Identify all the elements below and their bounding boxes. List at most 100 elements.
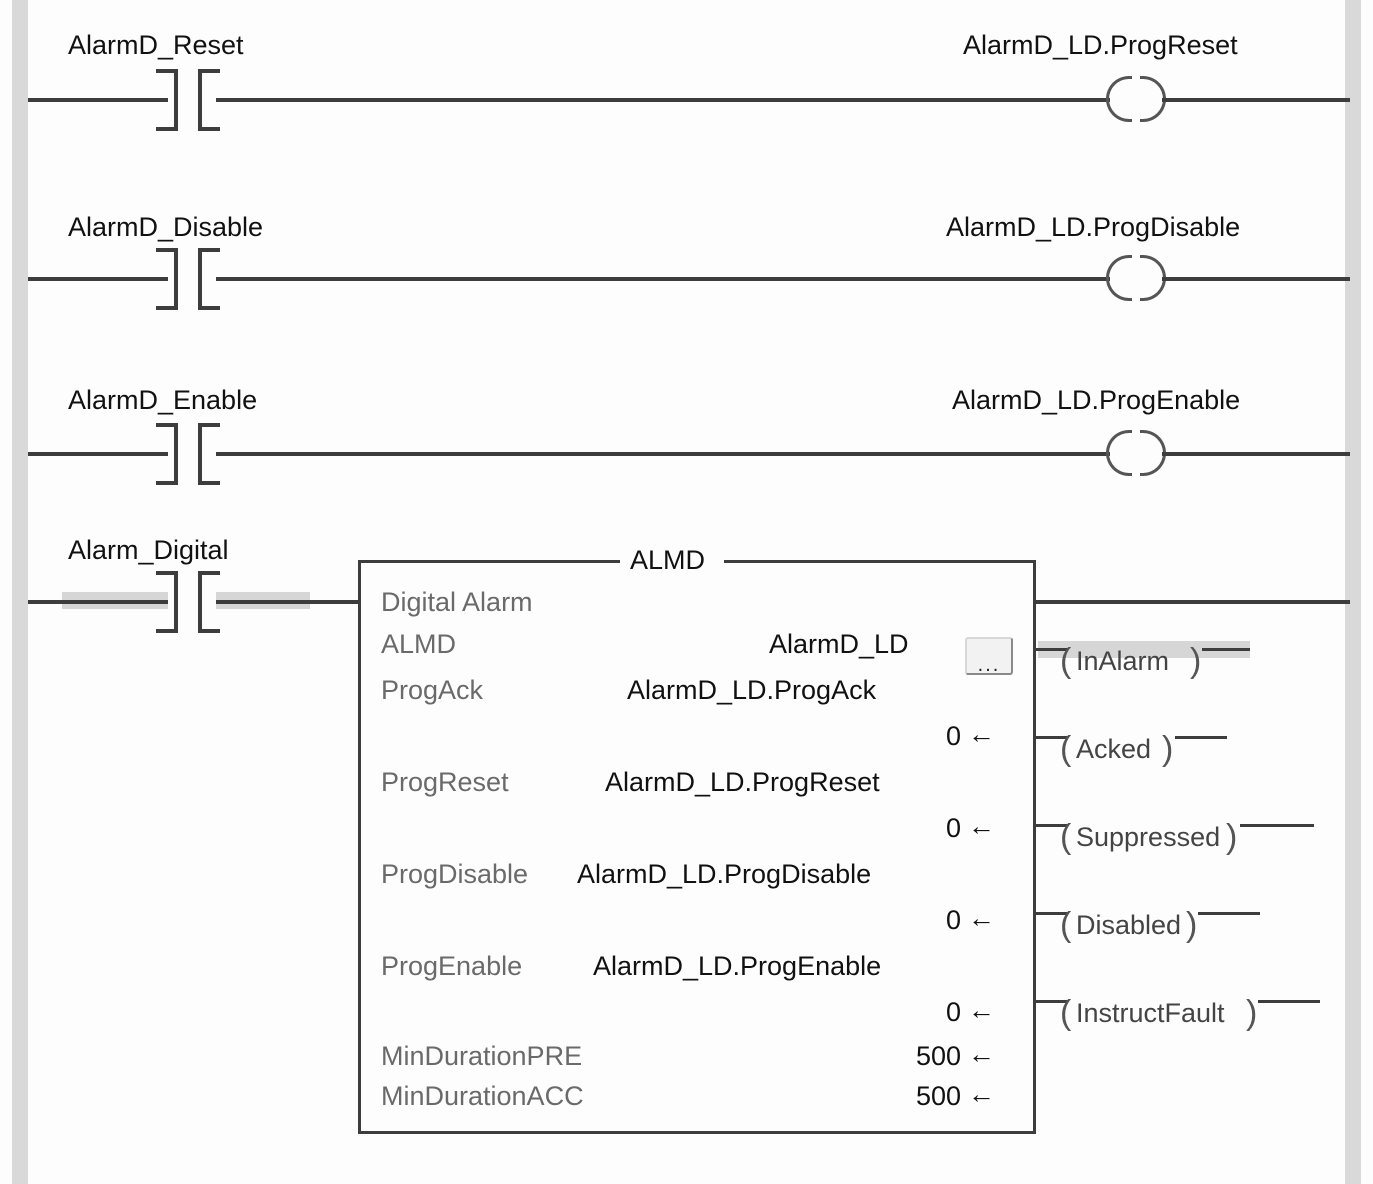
contact-cap	[200, 629, 220, 633]
coil-arc-left	[1106, 430, 1132, 476]
almd-operand-value[interactable]: AlarmD_LD.ProgAck	[627, 675, 877, 705]
almd-param-label: ProgEnable	[381, 951, 523, 981]
rung-3-wire-to-block	[216, 600, 362, 604]
inalarm-stub-left	[1036, 648, 1068, 651]
contact-cap	[200, 306, 220, 310]
coil-paren-left: (	[1060, 730, 1072, 768]
coil-paren-right: )	[1226, 818, 1238, 856]
contact-bar	[174, 423, 178, 485]
contact-cap	[156, 423, 176, 427]
almd-value[interactable]: 0	[945, 997, 961, 1027]
almd-output-label: InstructFault	[1076, 998, 1225, 1028]
coil-arc-left	[1106, 255, 1132, 301]
rung-2-input-tag[interactable]: AlarmD_Enable	[68, 385, 258, 415]
coil-paren-right: )	[1190, 642, 1202, 680]
almd-operand-value[interactable]: AlarmD_LD.ProgReset	[605, 767, 880, 797]
almd-output-label: Acked	[1076, 734, 1152, 764]
almd-row-progreset-value[interactable]: 0 ←	[361, 813, 1033, 855]
contact-bar	[198, 248, 202, 310]
acked-stub-right	[1175, 736, 1227, 739]
contact-cap	[200, 481, 220, 485]
almd-value[interactable]: 500	[915, 1081, 961, 1111]
rung-3-wire-left	[28, 600, 168, 604]
rung-3-wire-right	[1034, 600, 1350, 604]
coil-paren-right: )	[1246, 994, 1258, 1032]
contact-bar	[174, 571, 178, 633]
almd-value[interactable]: 0	[945, 721, 961, 751]
contact-cap	[156, 571, 176, 575]
almd-param-label: MinDurationPRE	[381, 1041, 583, 1071]
inalarm-highlight	[1038, 641, 1250, 658]
rung-1-ote-coil[interactable]	[1106, 255, 1166, 303]
rung-2-ote-coil[interactable]	[1106, 430, 1166, 478]
almd-row-progenable-value[interactable]: 0 ←	[361, 997, 1033, 1039]
instructfault-stub-right	[1258, 1000, 1320, 1003]
almd-row-progenable[interactable]: ProgEnable AlarmD_LD.ProgEnable	[361, 951, 1033, 993]
contact-bar	[198, 423, 202, 485]
coil-paren-left: (	[1060, 994, 1072, 1032]
contact-bar	[174, 69, 178, 131]
almd-row-mindurationacc[interactable]: MinDurationACC 500 ←	[361, 1081, 1033, 1123]
right-power-rail	[1345, 0, 1361, 1184]
inalarm-stub-right	[1202, 648, 1250, 651]
acked-stub-left	[1036, 736, 1068, 739]
rung-3-xic-contact[interactable]	[156, 571, 220, 633]
almd-operand-value[interactable]: AlarmD_LD.ProgDisable	[577, 859, 872, 889]
suppressed-stub-left	[1036, 824, 1068, 827]
almd-output-label: Disabled	[1076, 910, 1182, 940]
rung-1-output-tag[interactable]: AlarmD_LD.ProgDisable	[946, 212, 1241, 242]
browse-tag-button[interactable]: ...	[965, 637, 1013, 675]
almd-block-title: ALMD	[630, 545, 706, 575]
rung-2-xic-contact[interactable]	[156, 423, 220, 485]
almd-instruction-block[interactable]: Digital Alarm ALMD AlarmD_LD ... ProgAck…	[358, 560, 1036, 1134]
suppressed-stub-right	[1240, 824, 1314, 827]
left-power-rail	[12, 0, 28, 1184]
rung-0-wire-mid	[216, 98, 1110, 102]
disabled-stub-left	[1036, 912, 1068, 915]
rung-2-output-tag[interactable]: AlarmD_LD.ProgEnable	[952, 385, 1241, 415]
almd-title-mask	[620, 548, 724, 574]
contact-bar	[174, 248, 178, 310]
left-arrow-icon: ←	[968, 995, 995, 1025]
contact-cap	[200, 423, 220, 427]
almd-row-progack-value[interactable]: 0 ←	[361, 721, 1033, 763]
almd-param-label: ProgDisable	[381, 859, 529, 889]
coil-paren-right: )	[1162, 730, 1174, 768]
rung-2-wire-mid	[216, 452, 1110, 456]
contact-cap	[156, 248, 176, 252]
almd-operand-value[interactable]: AlarmD_LD.ProgEnable	[593, 951, 882, 981]
disabled-stub-right	[1198, 912, 1260, 915]
left-arrow-icon: ←	[968, 1039, 995, 1069]
rung-0-xic-contact[interactable]	[156, 69, 220, 131]
rung-3-input-tag[interactable]: Alarm_Digital	[68, 535, 229, 565]
almd-row-mindurationpre[interactable]: MinDurationPRE 500 ←	[361, 1041, 1033, 1083]
rung-0-input-tag[interactable]: AlarmD_Reset	[68, 30, 244, 60]
almd-output-label: Suppressed	[1076, 822, 1221, 852]
almd-row-progdisable[interactable]: ProgDisable AlarmD_LD.ProgDisable	[361, 859, 1033, 901]
instructfault-stub-left	[1036, 1000, 1068, 1003]
almd-operand-value[interactable]: AlarmD_LD	[769, 629, 909, 659]
rung-0-ote-coil[interactable]	[1106, 76, 1166, 124]
almd-value[interactable]: 500	[915, 1041, 961, 1071]
contact-cap	[156, 629, 176, 633]
coil-paren-right: )	[1186, 906, 1198, 944]
rung-0-output-tag[interactable]: AlarmD_LD.ProgReset	[963, 30, 1238, 60]
almd-value[interactable]: 0	[945, 905, 961, 935]
rung-1-wire-left	[28, 277, 168, 281]
almd-row-mnemonic[interactable]: ALMD AlarmD_LD	[361, 629, 1033, 671]
ellipsis-icon: ...	[977, 654, 1001, 676]
almd-row-progreset[interactable]: ProgReset AlarmD_LD.ProgReset	[361, 767, 1033, 809]
almd-param-label: ProgReset	[381, 767, 509, 797]
contact-bar	[198, 69, 202, 131]
almd-row-progdisable-value[interactable]: 0 ←	[361, 905, 1033, 947]
rung-1-xic-contact[interactable]	[156, 248, 220, 310]
almd-output-label: InAlarm	[1076, 646, 1170, 676]
rung-2-wire-left	[28, 452, 168, 456]
coil-paren-left: (	[1060, 906, 1072, 944]
rung-1-wire-right	[1162, 277, 1350, 281]
almd-value[interactable]: 0	[945, 813, 961, 843]
contact-bar	[198, 571, 202, 633]
rung-1-input-tag[interactable]: AlarmD_Disable	[68, 212, 264, 242]
almd-row-progack[interactable]: ProgAck AlarmD_LD.ProgAck	[361, 675, 1033, 717]
